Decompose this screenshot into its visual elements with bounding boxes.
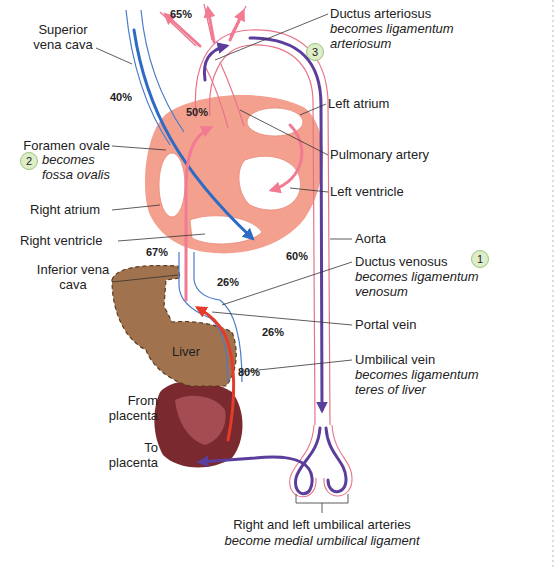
callout-number: 1 [471,250,489,268]
superior-vena-cava-vessel [126,10,170,145]
leader-line [222,262,352,305]
placenta [154,381,242,468]
superior-vena-cava-vessel [126,10,184,145]
part-label: Ductus venosus [355,254,465,269]
leader-line [112,146,166,150]
callout-number: 3 [306,43,324,61]
part-label: Left atrium [328,96,478,111]
leader-line [290,188,328,192]
pulmonary-artery-vessel [220,62,244,126]
blood-flow-arrow [200,428,320,494]
leader-line [330,239,352,240]
leader-line [300,104,326,115]
part-label: Portal vein [355,317,505,332]
percentage-label: 60% [286,250,316,263]
superior-vena-cava-vessel [141,10,184,132]
part-label: Superior vena cava [24,22,102,52]
organ-label: Liver [172,344,200,359]
bracket [322,503,323,513]
leader-line [112,205,160,210]
part-label: Foramen ovale [12,138,110,153]
leader-line [96,48,132,64]
part-label: Left ventricle [330,184,480,199]
part-label: Aorta [355,231,435,246]
heart [247,108,303,136]
callout-number-text: 1 [477,253,483,265]
blood-flow-arrow [272,125,302,190]
leader-line [215,14,328,60]
percentage-label: 26% [217,276,247,289]
percentage-label: 65% [170,8,200,21]
leader-line [240,110,328,155]
part-label: becomes ligamentum teres of liver [355,367,485,397]
part-label: Right ventricle [20,233,120,248]
part-label: Right atrium [30,202,120,217]
callout-number-text: 3 [312,46,318,58]
part-label: becomes fossa ovalis [42,152,122,182]
percentage-label: 50% [186,106,216,119]
callout-number-text: 2 [26,155,32,167]
divider-line [553,0,554,567]
umbilical-artery-vessel [290,425,316,497]
part-label: Right and left umbilical arteries [200,517,444,532]
percentage-label: 26% [262,326,292,339]
blood-flow-arrow [134,30,252,238]
part-label: Pulmonary artery [330,147,480,162]
part-label: Umbilical vein [355,352,505,367]
part-label: becomes ligamentum venosum [355,269,485,299]
blood-flow-arrow [186,128,210,300]
part-label: become medial umbilical ligament [200,533,444,548]
pulmonary-artery-vessel [205,66,228,128]
part-label: From placenta [96,393,158,423]
part-label: becomes ligamentum arteriosum [330,21,460,51]
heart [239,156,301,210]
blood-flow-arrow [204,46,226,80]
blood-flow-arrow [230,12,243,40]
part-label: To placenta [96,440,158,470]
placenta [154,381,242,468]
percentage-label: 80% [238,366,268,379]
umbilical-artery-vessel [290,425,352,497]
callout-number: 2 [20,152,38,170]
aorta-vessel [230,6,246,36]
aorta-vessel [204,4,212,40]
heart [190,216,262,244]
blood-flow-arrow [326,428,346,492]
blood-flow-arrow [250,38,322,410]
placenta [175,396,226,445]
percentage-label: 67% [146,246,176,259]
heart [145,95,323,253]
pulmonary-artery-vessel [205,62,244,128]
bracket [296,494,348,513]
part-label: Ductus arteriosus [330,6,530,21]
percentage-label: 40% [110,91,140,104]
heart [145,95,323,253]
heart [159,153,185,217]
liver-shape [112,266,236,386]
leader-line [118,234,205,241]
blood-flow-arrow [134,9,346,494]
leader-line [212,312,352,325]
bracket [296,494,348,503]
blood-flow-arrow [208,9,214,42]
part-label: Inferior vena cava [34,262,112,292]
umbilical-artery-vessel [324,425,352,496]
